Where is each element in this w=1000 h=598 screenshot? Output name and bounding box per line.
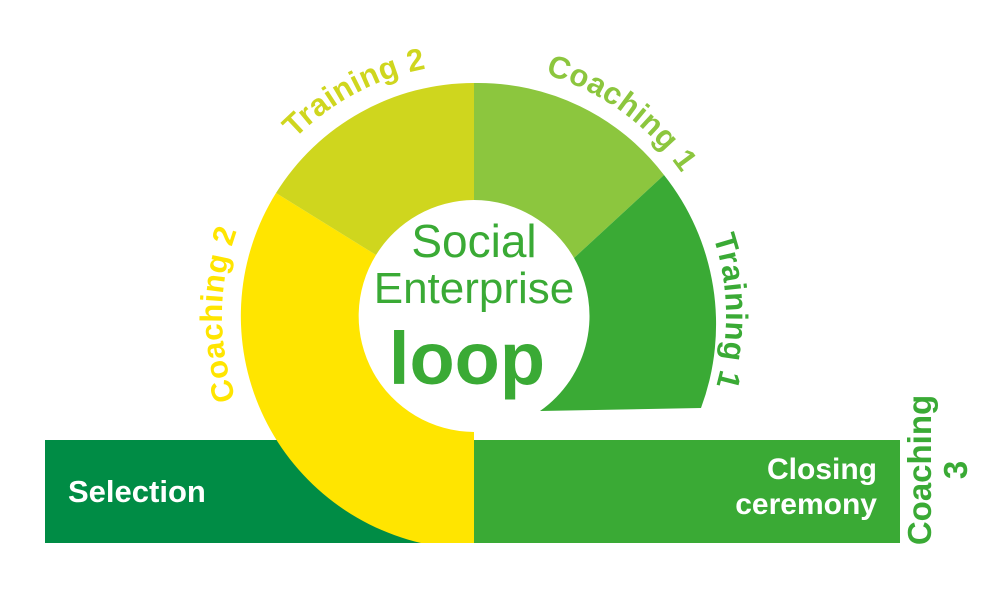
center-title-line1: Social xyxy=(411,215,536,267)
selection-bar-label: Selection xyxy=(68,474,206,509)
segment-coaching-1 xyxy=(474,82,664,258)
segment-training-2 xyxy=(276,82,474,255)
center-title-loop: loop xyxy=(389,317,545,400)
closing-ceremony-bar xyxy=(474,440,900,543)
closing-ceremony-label-line2: ceremony xyxy=(735,488,877,521)
closing-ceremony-label-line1: Closing xyxy=(767,453,877,486)
coaching-3-label-word: Coaching xyxy=(901,395,938,545)
segment-training-1 xyxy=(540,175,717,411)
coaching-3-label-group: Coaching 3 xyxy=(901,395,974,545)
center-title-line2: Enterprise xyxy=(374,264,575,313)
coaching-3-label-number: 3 xyxy=(937,461,974,479)
label-coaching-2: Coaching 2 xyxy=(194,221,244,407)
segment-coaching-2 xyxy=(240,193,474,543)
